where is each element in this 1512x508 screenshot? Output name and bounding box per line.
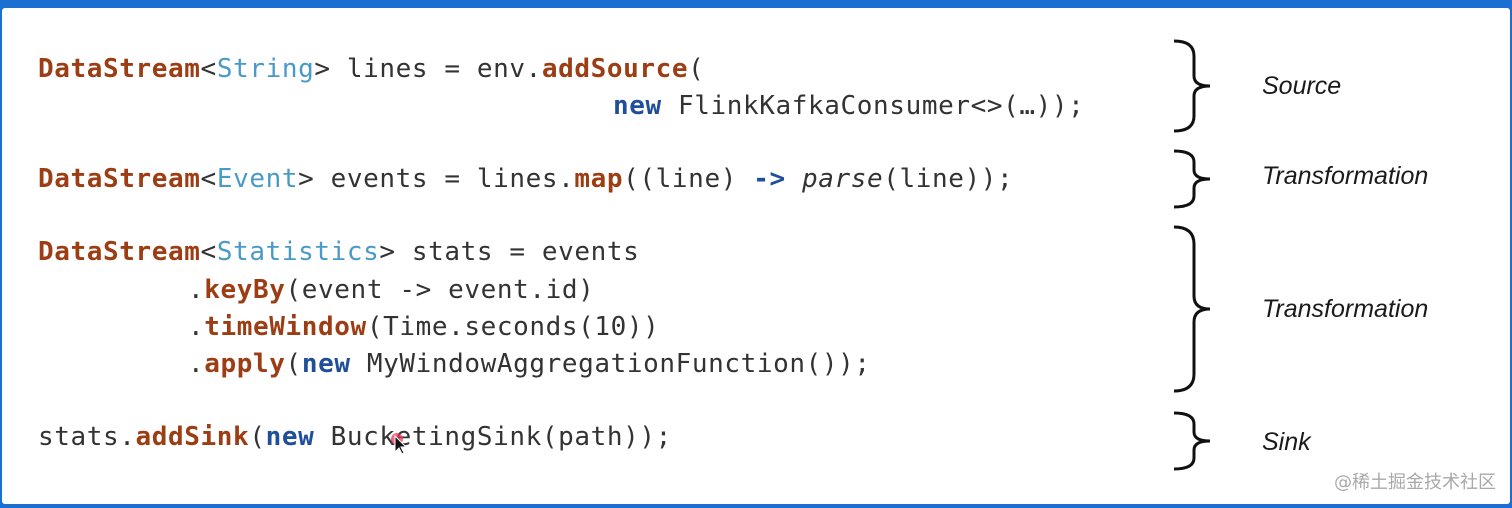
code-text: ((line) [623, 164, 754, 194]
transformation-brace-icon [1173, 225, 1211, 393]
new-keyword: new [301, 349, 351, 379]
parse-call: parse [801, 164, 884, 194]
code-text: . [188, 275, 205, 305]
label-transformation: Transformation [1262, 295, 1429, 323]
code-line-1: DataStream<String> lines = env.addSource… [38, 54, 704, 84]
code-line-8: stats.addSink(new BucketingSink(path)); [38, 422, 672, 452]
method-token: timeWindow [204, 312, 367, 342]
code-text: (line)); [883, 164, 1014, 194]
transformation-brace-icon [1173, 149, 1211, 209]
method-token: apply [204, 349, 286, 379]
code-text: FlinkKafkaConsumer<>(…)); [661, 91, 1085, 121]
method-token: keyBy [204, 275, 286, 305]
generic-token: Statistics [216, 237, 380, 267]
code-line-6: .timeWindow(Time.seconds(10)) [188, 312, 659, 342]
new-keyword: new [613, 91, 662, 121]
generic-token: String [216, 54, 315, 84]
code-text: MyWindowAggregationFunction()); [350, 349, 871, 379]
punct-token: < [200, 237, 217, 267]
code-text: > stats = events [379, 237, 640, 267]
source-brace-icon [1173, 39, 1211, 133]
code-text: > lines = env. [314, 54, 542, 84]
code-text [786, 164, 802, 194]
code-text: . [188, 349, 205, 379]
code-text: (Time.seconds(10)) [366, 312, 660, 342]
label-transformation: Transformation [1262, 162, 1429, 190]
type-token: DataStream [38, 54, 201, 84]
new-keyword: new [265, 422, 315, 452]
code-text: ( [688, 54, 705, 84]
code-text: BucketingSink(path)); [314, 422, 672, 452]
watermark: @稀土掘金技术社区 [1334, 472, 1496, 493]
code-text: ( [285, 349, 302, 379]
code-text: stats. [38, 422, 136, 452]
code-line-2: new FlinkKafkaConsumer<>(…)); [613, 91, 1084, 121]
code-text: . [188, 312, 205, 342]
type-token: DataStream [38, 164, 201, 194]
code-text: (event -> event.id) [285, 275, 595, 305]
lambda-arrow: -> [753, 164, 786, 194]
method-token: addSink [135, 422, 250, 452]
code-line-3: DataStream<Event> events = lines.map((li… [38, 164, 1013, 194]
label-source: Source [1262, 72, 1342, 100]
code-line-4: DataStream<Statistics> stats = events [38, 237, 639, 267]
code-line-5: .keyBy(event -> event.id) [188, 275, 594, 305]
punct-token: < [200, 54, 217, 84]
punct-token: < [200, 164, 217, 194]
generic-token: Event [216, 164, 299, 194]
code-text: ( [249, 422, 266, 452]
code-text: > events = lines. [298, 164, 575, 194]
mouse-cursor-icon [391, 433, 408, 455]
type-token: DataStream [38, 237, 201, 267]
slide-panel [2, 8, 1510, 504]
code-line-7: .apply(new MyWindowAggregationFunction()… [188, 349, 871, 379]
method-token: addSource [541, 54, 689, 84]
label-sink: Sink [1262, 428, 1311, 456]
sink-brace-icon [1173, 411, 1211, 471]
method-token: map [574, 164, 624, 194]
